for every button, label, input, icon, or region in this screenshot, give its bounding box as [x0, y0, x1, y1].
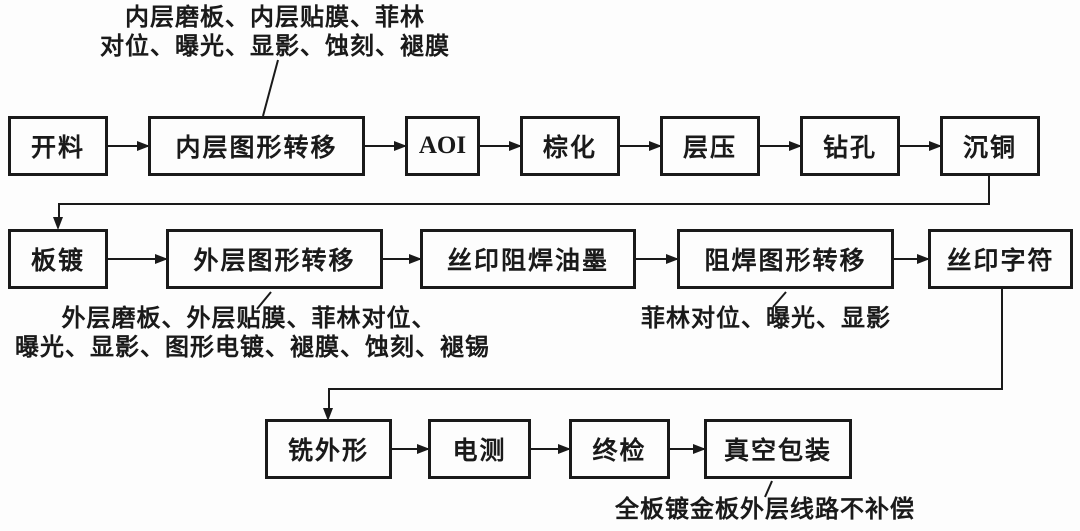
arrowhead-icon	[155, 254, 168, 264]
annotation-line: 内层磨板、内层贴膜、菲林	[125, 5, 425, 31]
connector-row2-to-row3-entry-segment	[328, 388, 330, 409]
annotation-line: 菲林对位、曝光、显影	[641, 306, 891, 332]
node-outer-layer-pattern-transfer: 外层图形转移	[166, 229, 383, 289]
annotation-inner-layer-process: 内层磨板、内层贴膜、菲林 对位、曝光、显影、蚀刻、褪膜	[95, 4, 455, 62]
arrowhead-down-icon	[53, 217, 63, 230]
annotation-outer-layer-process: 外层磨板、外层贴膜、菲林对位、 曝光、显影、图形电镀、褪膜、蚀刻、褪锡	[15, 305, 490, 363]
pointer-line-inner-process	[262, 59, 279, 117]
arrow-right	[108, 141, 150, 151]
node-aoi: AOI	[405, 116, 480, 176]
arrowhead-icon	[409, 254, 422, 264]
arrow-right	[392, 444, 430, 454]
arrowhead-icon	[417, 444, 430, 454]
connector-row1-to-row2-down-segment	[988, 176, 990, 204]
arrowhead-icon	[929, 141, 942, 151]
arrowhead-icon	[394, 141, 407, 151]
arrow-right	[108, 254, 168, 264]
arrowhead-icon	[137, 141, 150, 151]
arrowhead-icon	[558, 444, 571, 454]
arrowhead-icon	[649, 141, 662, 151]
annotation-line: 对位、曝光、显影、蚀刻、褪膜	[100, 34, 450, 60]
annotation-soldermask-process: 菲林对位、曝光、显影	[630, 305, 902, 334]
arrowhead-icon	[789, 141, 802, 151]
arrow-right	[760, 141, 802, 151]
node-final-inspection: 终检	[569, 419, 670, 479]
arrowhead-icon	[693, 444, 706, 454]
arrow-right	[894, 254, 930, 264]
arrow-right	[480, 141, 522, 151]
node-brown-oxide: 棕化	[520, 116, 620, 176]
node-electroless-copper: 沉铜	[940, 116, 1040, 176]
annotation-line: 全板镀金板外层线路不补偿	[615, 497, 915, 523]
connector-row1-to-row2-across-segment	[58, 203, 990, 205]
node-routing: 铣外形	[265, 419, 392, 479]
node-material-cutting: 开料	[8, 116, 108, 176]
connector-row2-to-row3-down-segment	[1001, 289, 1003, 389]
arrow-right	[636, 254, 679, 264]
annotation-line: 曝光、显影、图形电镀、褪膜、蚀刻、褪锡	[15, 335, 490, 361]
arrowhead-icon	[917, 254, 930, 264]
arrow-right	[670, 444, 706, 454]
pointer-line-bottom-note	[764, 480, 773, 498]
arrow-right	[620, 141, 662, 151]
arrowhead-icon	[666, 254, 679, 264]
connector-row1-to-row2-entry-segment	[58, 203, 60, 218]
connector-row2-to-row3-across-segment	[328, 388, 1003, 390]
arrow-right	[365, 141, 407, 151]
node-lamination: 层压	[660, 116, 760, 176]
annotation-line: 外层磨板、外层贴膜、菲林对位、	[61, 306, 437, 332]
arrow-right	[900, 141, 942, 151]
node-soldermask-ink-screen-print: 丝印阻焊油墨	[420, 229, 636, 289]
node-electrical-test: 电测	[428, 419, 531, 479]
node-inner-layer-pattern-transfer: 内层图形转移	[148, 116, 365, 176]
node-legend-screen-print: 丝印字符	[928, 229, 1073, 289]
arrow-right	[383, 254, 422, 264]
arrowhead-down-icon	[323, 408, 333, 421]
arrowhead-icon	[509, 141, 522, 151]
node-drilling: 钻孔	[800, 116, 900, 176]
node-vacuum-packing: 真空包装	[704, 419, 852, 479]
node-soldermask-pattern-transfer: 阻焊图形转移	[677, 229, 894, 289]
node-panel-plating: 板镀	[8, 229, 108, 289]
arrow-right	[531, 444, 571, 454]
annotation-bottom-note: 全板镀金板外层线路不补偿	[612, 496, 918, 525]
